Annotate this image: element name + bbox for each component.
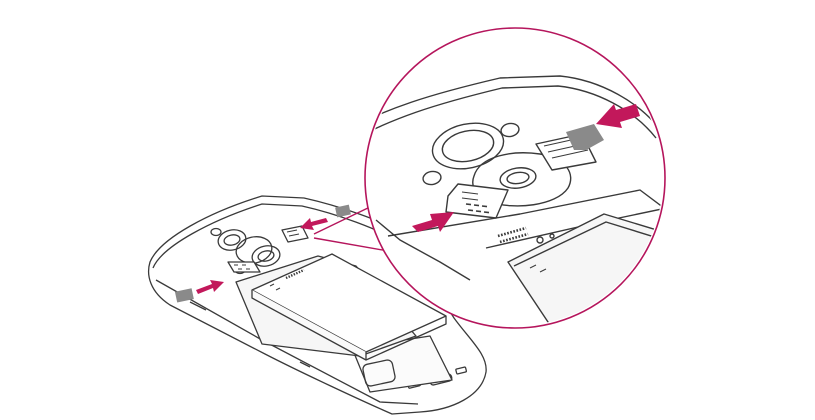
battery-contacts	[285, 268, 305, 280]
phone-side-edge	[155, 279, 419, 405]
flash	[210, 227, 222, 237]
zoom-battery-mark	[549, 233, 555, 239]
microsd-card-icon	[335, 204, 351, 218]
insert-arrow-icon	[300, 218, 328, 230]
battery	[251, 253, 447, 361]
speaker-grille	[362, 359, 396, 387]
sim-slot-main	[227, 261, 261, 273]
insert-arrow-icon	[596, 104, 640, 128]
microsd-card-icon	[566, 124, 604, 150]
microsd-slot-main	[281, 225, 309, 243]
port-right	[455, 366, 468, 375]
callout-pointer	[313, 205, 395, 253]
side-slot	[299, 361, 311, 368]
insert-arrow-icon	[412, 212, 454, 232]
zoom-battery-mark	[536, 236, 544, 244]
zoom-flash	[500, 122, 520, 138]
zoom-callout-circle	[364, 27, 666, 329]
phone-edge-line	[152, 203, 396, 269]
zoom-phone-left-rim	[375, 219, 471, 281]
side-button	[189, 301, 207, 311]
sim-card-icon	[174, 288, 194, 303]
zoom-compartment-edge	[387, 189, 663, 237]
insert-arrow-icon	[196, 280, 224, 294]
zoom-camera-lens	[431, 122, 505, 170]
zoom-sensor	[422, 170, 442, 186]
zoom-sim-slot	[445, 183, 509, 219]
